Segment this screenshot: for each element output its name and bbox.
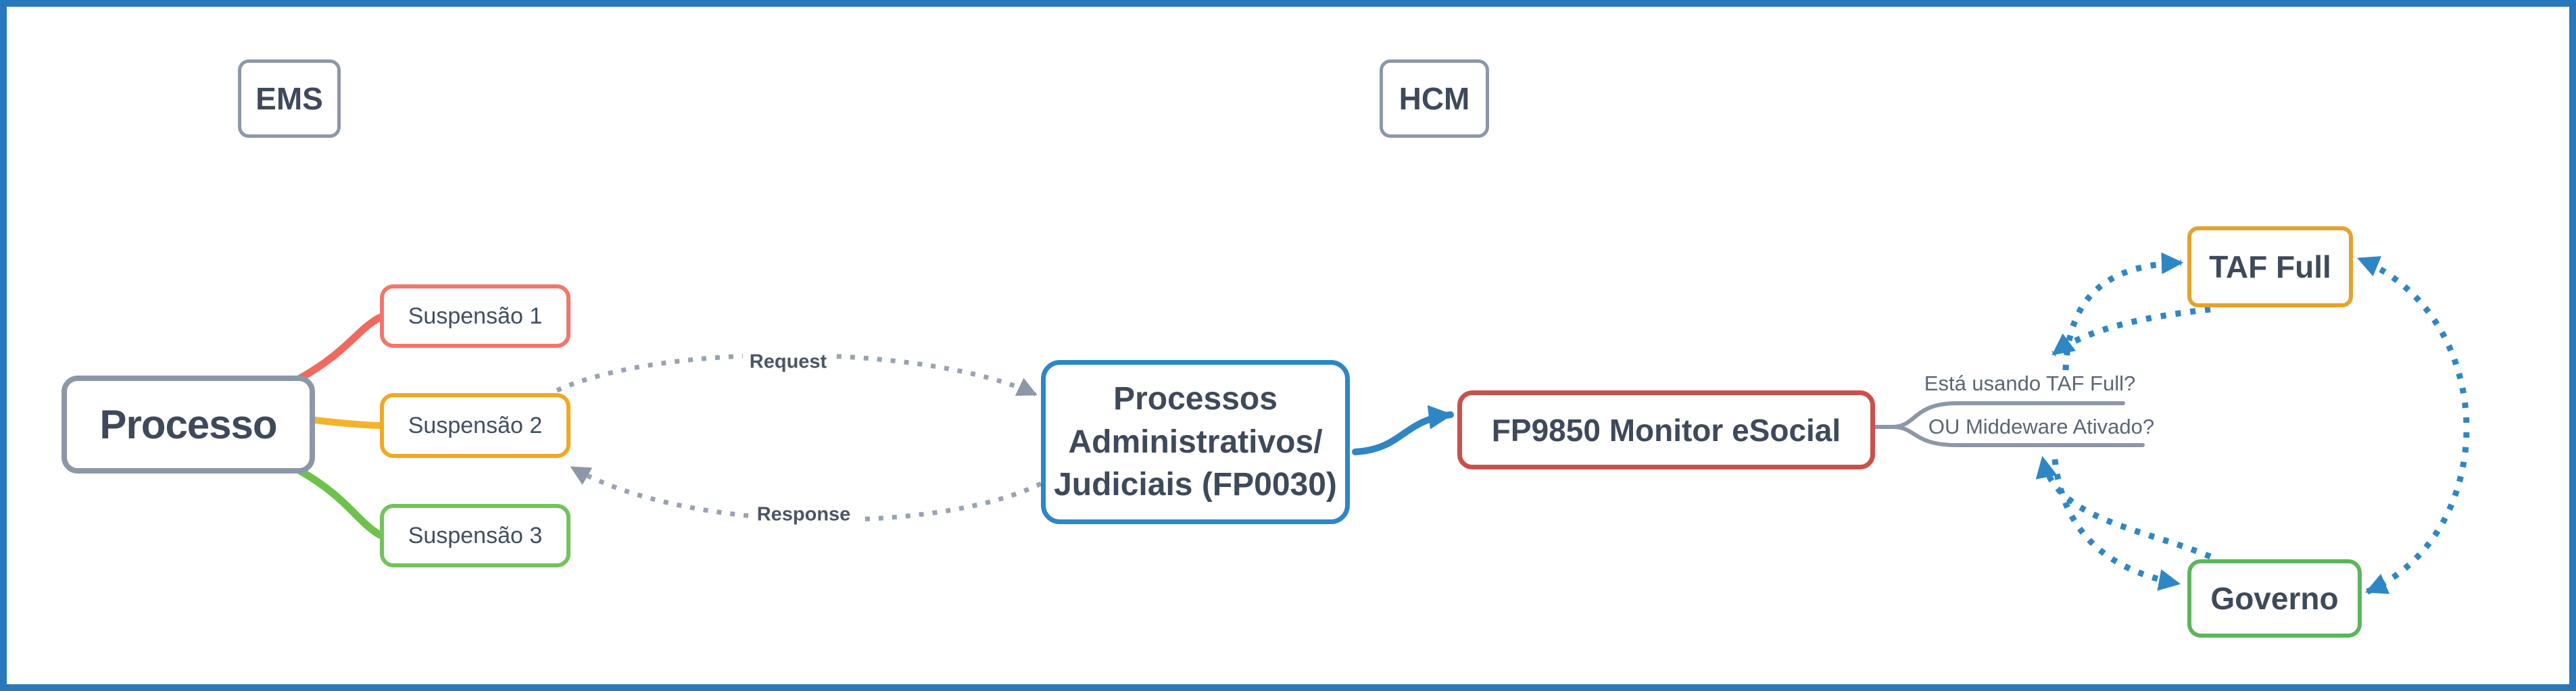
section-tag-ems[interactable]: EMS — [238, 59, 341, 138]
node-processo-label: Processo — [99, 402, 277, 447]
node-suspensao1-label: Suspensão 1 — [408, 303, 543, 329]
node-fp0030-line2: Administrativos/ — [1068, 424, 1323, 460]
node-fp0030-line3: Judiciais (FP0030) — [1054, 467, 1337, 503]
link-processo-suspensao1 — [296, 313, 384, 382]
edge-label-request: Request — [742, 349, 834, 375]
question-middeware: OU Middeware Ativado? — [1928, 415, 2155, 438]
node-taf-full[interactable]: TAF Full — [2187, 226, 2353, 307]
fork-branch-bottom — [1891, 425, 2145, 447]
node-processo[interactable]: Processo — [62, 376, 315, 474]
edge-label-response: Response — [750, 502, 858, 528]
taf-to-hub-arrow — [2051, 306, 2211, 357]
node-governo[interactable]: Governo — [2187, 559, 2362, 638]
node-governo-label: Governo — [2210, 581, 2339, 616]
node-fp0030[interactable]: Processos Administrativos/ Judiciais (FP… — [1041, 360, 1350, 524]
section-tag-hcm[interactable]: HCM — [1380, 59, 1489, 138]
governo-to-hub-arrow — [2035, 455, 2212, 560]
node-suspensao2[interactable]: Suspensão 2 — [380, 393, 570, 458]
link-processo-suspensao2 — [312, 417, 383, 429]
node-suspensao1[interactable]: Suspensão 1 — [380, 284, 570, 348]
hub-to-governo-arrow — [2051, 459, 2181, 591]
node-taf-full-label: TAF Full — [2209, 249, 2331, 284]
node-fp0030-line1: Processos — [1113, 381, 1278, 417]
question-taf-full: Está usando TAF Full? — [1924, 372, 2136, 395]
fp0030-fp9850-arrow — [1352, 405, 1454, 455]
governo-taf-cycle-arrow — [2357, 255, 2470, 595]
node-suspensao3-label: Suspensão 3 — [408, 522, 543, 548]
node-fp9850[interactable]: FP9850 Monitor eSocial — [1457, 390, 1875, 469]
link-processo-suspensao3 — [296, 467, 384, 539]
node-suspensao3[interactable]: Suspensão 3 — [380, 504, 570, 567]
section-tag-ems-label: EMS — [256, 81, 323, 116]
node-fp9850-label: FP9850 Monitor eSocial — [1491, 412, 1841, 448]
section-tag-hcm-label: HCM — [1399, 81, 1470, 116]
hub-to-taf-arrow — [2062, 252, 2184, 371]
node-suspensao2-label: Suspensão 2 — [408, 412, 543, 438]
